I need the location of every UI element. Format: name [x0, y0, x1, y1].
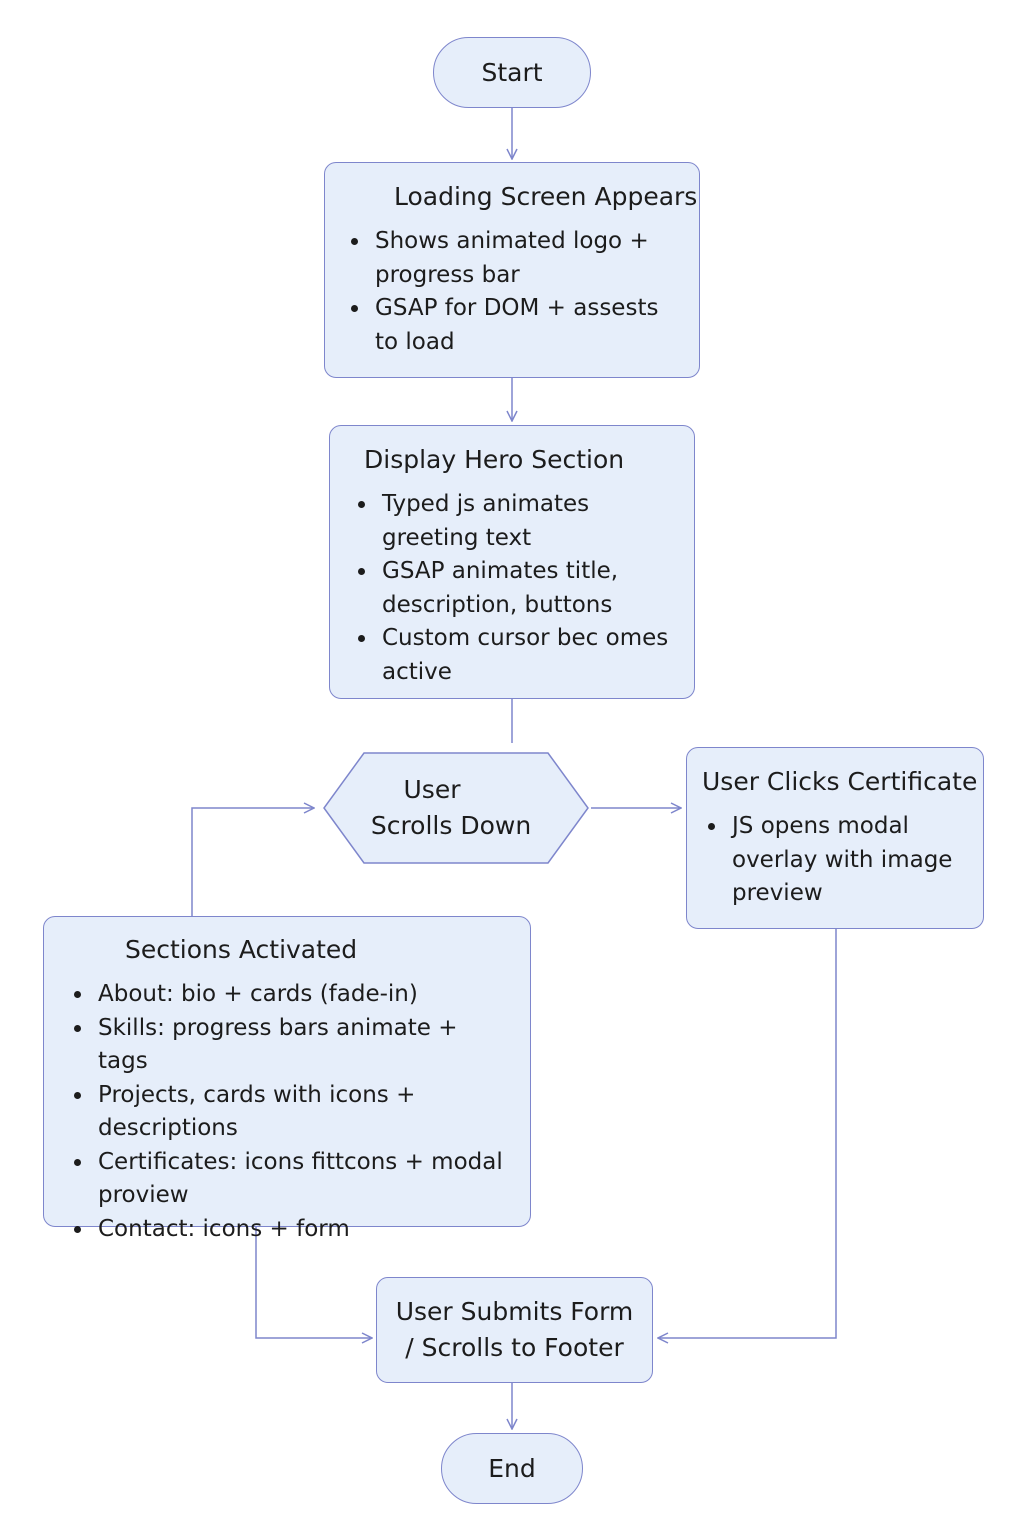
- sections-activated-node: Sections Activated About: bio + cards (f…: [43, 916, 531, 1242]
- list-item: Typed js animates greeting text: [378, 488, 684, 555]
- arrow-sections-to-scroll: [191, 808, 314, 916]
- start-label: Start: [481, 58, 543, 87]
- hero-section-node: Display Hero Section Typed js animates g…: [329, 425, 695, 699]
- list-item: Shows animated logo + progress bar: [371, 225, 669, 292]
- end-node: End: [441, 1433, 583, 1504]
- submit-form-line2: / Scrolls to Footer: [405, 1333, 624, 1362]
- scroll-decision-line2: Scrolls Down: [370, 811, 532, 840]
- sections-activated-list: About: bio + cards (fade-in) Skills: pro…: [68, 978, 510, 1246]
- loading-screen-node: Loading Screen Appears Shows animated lo…: [324, 162, 700, 378]
- hero-section-list: Typed js animates greeting text GSAP ani…: [352, 488, 684, 689]
- arrow-certificate-to-submit: [658, 929, 837, 1338]
- submit-form-node: User Submits Form / Scrolls to Footer: [376, 1277, 653, 1383]
- arrow-sections-to-submit: [255, 1227, 372, 1338]
- list-item: About: bio + cards (fade-in): [94, 978, 510, 1012]
- list-item: Certificates: icons fittcons + modal pro…: [94, 1146, 510, 1213]
- start-node: Start: [433, 37, 591, 108]
- certificate-node: User Clicks Certificate JS opens modal o…: [686, 747, 984, 929]
- hero-section-title: Display Hero Section: [364, 445, 625, 474]
- submit-form-line1: User Submits Form: [395, 1297, 634, 1326]
- certificate-title: User Clicks Certificate: [702, 767, 978, 796]
- list-item: JS opens modal overlay with image previe…: [728, 810, 963, 911]
- end-label: End: [488, 1454, 536, 1483]
- list-item: Projects, cards with icons + description…: [94, 1079, 510, 1146]
- list-item: GSAP for DOM + assests to load: [371, 292, 669, 359]
- list-item: Custom cursor bec omes active: [378, 622, 684, 689]
- list-item: Skills: progress bars animate + tags: [94, 1012, 510, 1079]
- certificate-list: JS opens modal overlay with image previe…: [702, 810, 963, 911]
- scroll-decision-line1: User: [403, 775, 461, 804]
- list-item: Contact: icons + form: [94, 1213, 510, 1247]
- scroll-decision-node: User Scrolls Down: [323, 752, 589, 864]
- sections-activated-title: Sections Activated: [125, 935, 358, 964]
- list-item: GSAP animates title, description, button…: [378, 555, 684, 622]
- loading-screen-list: Shows animated logo + progress bar GSAP …: [345, 225, 669, 359]
- loading-screen-title: Loading Screen Appears: [394, 182, 698, 211]
